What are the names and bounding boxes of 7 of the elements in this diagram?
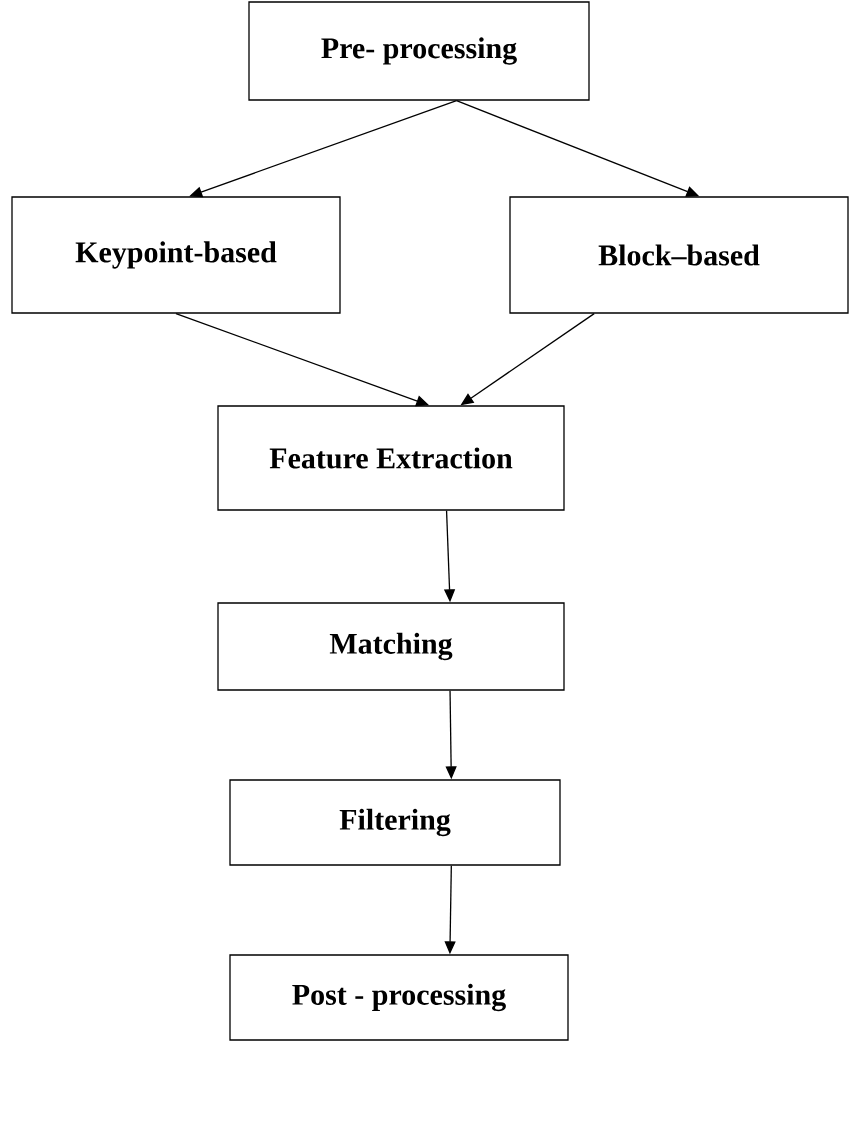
process-box: Block–based	[509, 196, 849, 314]
process-box: Feature Extraction	[217, 405, 565, 511]
process-box: Post - processing	[229, 954, 569, 1041]
process-box: Pre- processing	[248, 1, 590, 101]
process-box: Matching	[217, 602, 565, 691]
process-box: Filtering	[229, 779, 561, 866]
process-box: Keypoint-based	[11, 196, 341, 314]
